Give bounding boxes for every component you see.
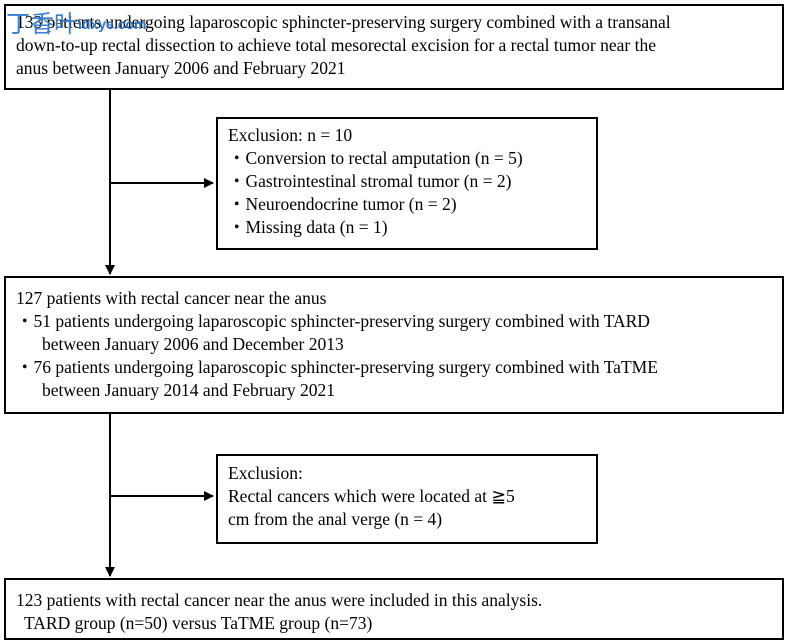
exclusion-title: Exclusion: n = 10 [228,125,353,145]
eligible-cohort-title: 127 patients with rectal cancer near the… [16,288,327,308]
cohort-subgroup-line: between January 2006 and December 2013 [42,334,344,354]
initial-cohort-line: down-to-up rectal dissection to achieve … [16,35,656,55]
final-cohort-line: TARD group (n=50) versus TaTME group (n=… [24,613,373,633]
initial-cohort-line: 133 patients undergoing laparoscopic sph… [16,12,671,32]
exclusion-box-1: Exclusion: n = 10 ・Conversion to rectal … [216,117,598,250]
exclusion-title: Exclusion: [228,463,303,483]
cohort-subgroup-line: ・76 patients undergoing laparoscopic sph… [16,357,658,377]
watermark-logo: 丁香叶idxye.com [6,11,147,38]
exclusion-item: ・Missing data (n = 1) [228,217,388,237]
exclusion-box-2: Exclusion: Rectal cancers which were loc… [216,454,598,544]
final-cohort-line: 123 patients with rectal cancer near the… [16,590,543,610]
exclusion-criterion: cm from the anal verge (n = 4) [228,509,443,529]
exclusion-item: ・Gastrointestinal stromal tumor (n = 2) [228,171,512,191]
cohort-subgroup-line: between January 2014 and February 2021 [42,380,336,400]
eligible-cohort-box: 127 patients with rectal cancer near the… [4,276,784,414]
exclusion-item: ・Neuroendocrine tumor (n = 2) [228,194,457,214]
initial-cohort-box: 133 patients undergoing laparoscopic sph… [4,4,784,90]
initial-cohort-line: anus between January 2006 and February 2… [16,58,346,78]
final-cohort-box: 123 patients with rectal cancer near the… [4,578,784,640]
exclusion-criterion: Rectal cancers which were located at ≧5 [228,486,515,506]
cohort-subgroup-line: ・51 patients undergoing laparoscopic sph… [16,311,650,331]
exclusion-item: ・Conversion to rectal amputation (n = 5) [228,148,523,168]
